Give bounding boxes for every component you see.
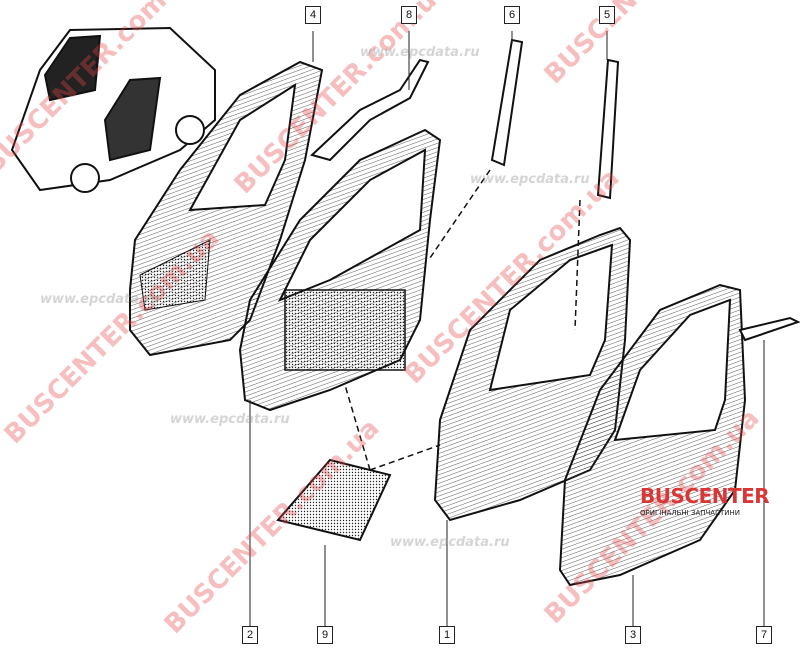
callout-2[interactable]: 2 (242, 626, 258, 644)
callout-7[interactable]: 7 (756, 626, 772, 644)
callout-3[interactable]: 3 (625, 626, 641, 644)
callout-4[interactable]: 4 (305, 6, 321, 24)
assembly-arrows (344, 169, 581, 471)
part-6-channel (490, 38, 524, 167)
logo-subtitle: ОРИГІНАЛЬНІ ЗАПЧАСТИНИ (640, 509, 740, 517)
buscenter-logo: BUSCENTER ОРИГІНАЛЬНІ ЗАПЧАСТИНИ (640, 484, 770, 517)
part-7-seal (738, 316, 800, 342)
logo-title: BUSCENTER (640, 484, 770, 508)
callout-6[interactable]: 6 (504, 6, 520, 24)
callout-1[interactable]: 1 (439, 626, 455, 644)
part-5-channel (596, 58, 620, 200)
part-9-kit (276, 458, 392, 542)
callout-5[interactable]: 5 (599, 6, 615, 24)
leader-lines (249, 31, 765, 626)
part-8-seal (310, 58, 430, 162)
callout-8[interactable]: 8 (401, 6, 417, 24)
van-illustration (10, 26, 216, 193)
callout-9[interactable]: 9 (317, 626, 333, 644)
